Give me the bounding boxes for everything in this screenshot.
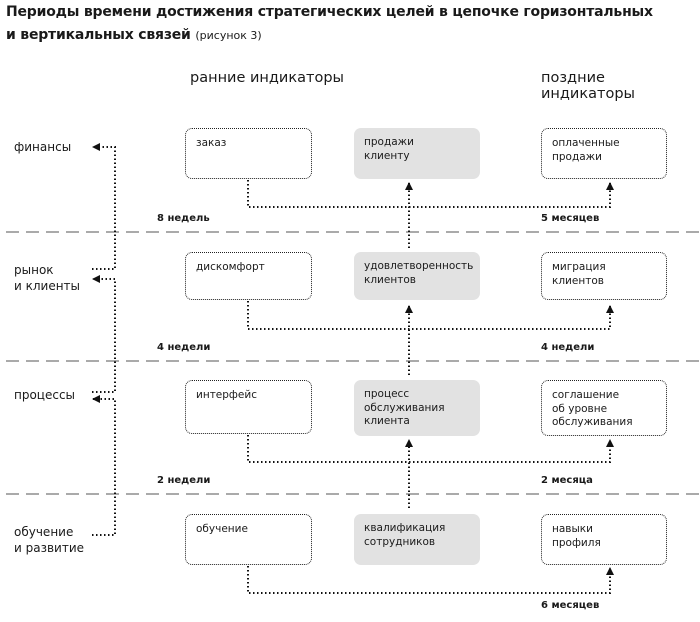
row-label-finance: финансы	[14, 140, 72, 154]
lag-early-finance: 8 недель	[157, 213, 210, 224]
box-late-learning: навыки профиля	[541, 514, 667, 565]
title-line-1: Периоды времени достижения стратегически…	[6, 4, 653, 20]
box-early-learning: обучение	[185, 514, 312, 565]
box-text: продажи клиенту	[364, 136, 414, 162]
box-text: оплаченные продажи	[552, 137, 620, 163]
box-center-processes: процесс обслуживания клиента	[354, 380, 480, 436]
lag-arrow-learning	[247, 566, 614, 594]
lag-early-market: 4 недели	[157, 342, 211, 353]
box-early-finance: заказ	[185, 128, 312, 179]
box-late-finance: оплаченные продажи	[541, 128, 667, 179]
lag-arrow-processes	[247, 435, 614, 463]
row-label-learning: обучение и развитие	[14, 525, 85, 555]
column-header-early: ранние индикаторы	[190, 70, 344, 86]
lag-late-learning: 6 месяцев	[541, 600, 600, 611]
box-early-market: дискомфорт	[185, 252, 312, 300]
box-early-processes: интерфейс	[185, 380, 312, 434]
lag-arrow-finance	[247, 180, 614, 208]
box-text: навыки профиля	[552, 523, 601, 549]
lag-early-processes: 2 недели	[157, 475, 211, 486]
side-arrow-processes-to-market	[92, 275, 116, 393]
title-line-2: и вертикальных связей (рисунок 3)	[6, 24, 653, 47]
box-text: интерфейс	[196, 389, 257, 401]
side-arrow-learning-to-processes	[92, 395, 116, 536]
box-text: удовлетворенность клиентов	[364, 260, 474, 286]
diagram-title: Периоды времени достижения стратегически…	[6, 1, 653, 47]
lag-late-processes: 2 месяца	[541, 475, 593, 486]
lag-late-market: 4 недели	[541, 342, 595, 353]
lag-arrow-market	[247, 301, 614, 330]
column-header-late: поздние индикаторы	[541, 70, 635, 102]
row-separators	[6, 231, 700, 495]
figure-reference: (рисунок 3)	[195, 29, 262, 42]
box-text: дискомфорт	[196, 261, 265, 273]
lag-late-finance: 5 месяцев	[541, 213, 600, 224]
box-late-market: миграция клиентов	[541, 252, 667, 300]
row-label-market: рынок и клиенты	[14, 263, 81, 293]
arrows	[92, 143, 614, 594]
box-center-market: удовлетворенность клиентов	[354, 252, 480, 300]
row-label-processes: процессы	[14, 388, 76, 402]
box-text: соглашение об уровне обслуживания	[552, 389, 633, 428]
title-line-2-text: и вертикальных связей	[6, 27, 191, 43]
box-text: миграция клиентов	[552, 261, 606, 287]
side-arrow-market-to-finance	[92, 143, 116, 270]
box-late-processes: соглашение об уровне обслуживания	[541, 380, 667, 436]
box-center-finance: продажи клиенту	[354, 128, 480, 179]
box-text: заказ	[196, 137, 227, 149]
box-text: процесс обслуживания клиента	[364, 388, 445, 427]
box-text: квалификация сотрудников	[364, 522, 446, 548]
box-text: обучение	[196, 523, 248, 535]
box-center-learning: квалификация сотрудников	[354, 514, 480, 565]
